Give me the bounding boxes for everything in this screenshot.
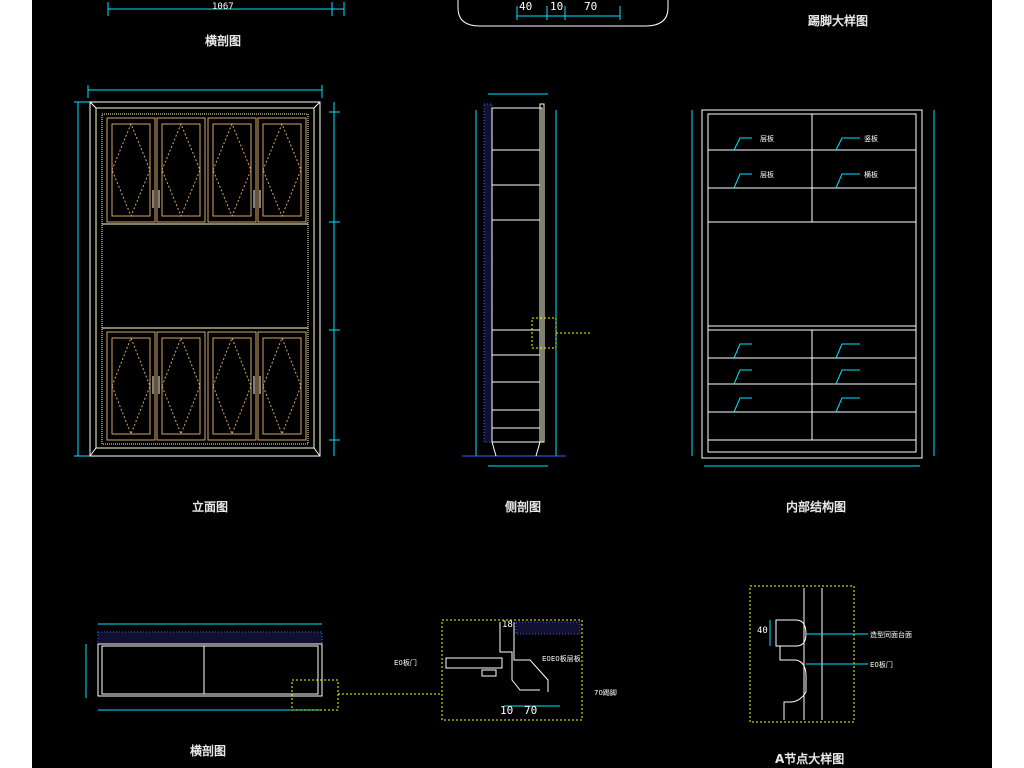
node-a-title: A节点大样图 xyxy=(775,752,845,766)
structure-title: 内部结构图 xyxy=(786,500,847,514)
dim-top-detail-2: 10 xyxy=(550,0,564,13)
node-a-drawing xyxy=(749,585,868,723)
dim-bottom-detail-1: 10 xyxy=(500,704,514,717)
note-detail-left: E0板门 xyxy=(394,659,417,667)
plan-top-title: 横剖图 xyxy=(205,34,242,48)
top-plan-fragment xyxy=(107,2,345,16)
dim-bottom-detail-2: 70 xyxy=(524,704,538,717)
note-shelf-d: 横板 xyxy=(864,171,878,179)
section-title: 侧剖图 xyxy=(505,500,542,514)
note-detail-right-1: E0E0板层板 xyxy=(542,655,581,663)
elevation-drawing xyxy=(74,85,340,457)
structure-drawing xyxy=(691,109,935,467)
note-shelf-a: 层板 xyxy=(760,135,774,143)
dim-top-width: 1067 xyxy=(212,2,234,12)
note-shelf-c: 层板 xyxy=(760,171,774,179)
dim-top-detail-3: 70 xyxy=(584,0,598,13)
note-detail-right-2: 70踢脚 xyxy=(594,689,617,697)
section-drawing xyxy=(462,93,590,467)
plan-bottom-title: 横剖图 xyxy=(190,744,227,758)
bottom-detail-drawing xyxy=(441,619,583,721)
top-detail-fragment xyxy=(457,0,669,27)
note-shelf-b: 竖板 xyxy=(864,135,878,143)
detail-top-title: 踢脚大样图 xyxy=(808,14,869,28)
bottom-plan-drawing xyxy=(85,623,440,711)
dim-top-detail-1: 40 xyxy=(519,0,533,13)
note-node-a-2: E0板门 xyxy=(870,661,893,669)
dim-bottom-detail-side: 18 xyxy=(502,620,513,630)
dim-node-a-side: 40 xyxy=(757,626,768,636)
elevation-title: 立面图 xyxy=(192,500,229,514)
note-node-a-1: 造型同面台面 xyxy=(870,631,912,639)
